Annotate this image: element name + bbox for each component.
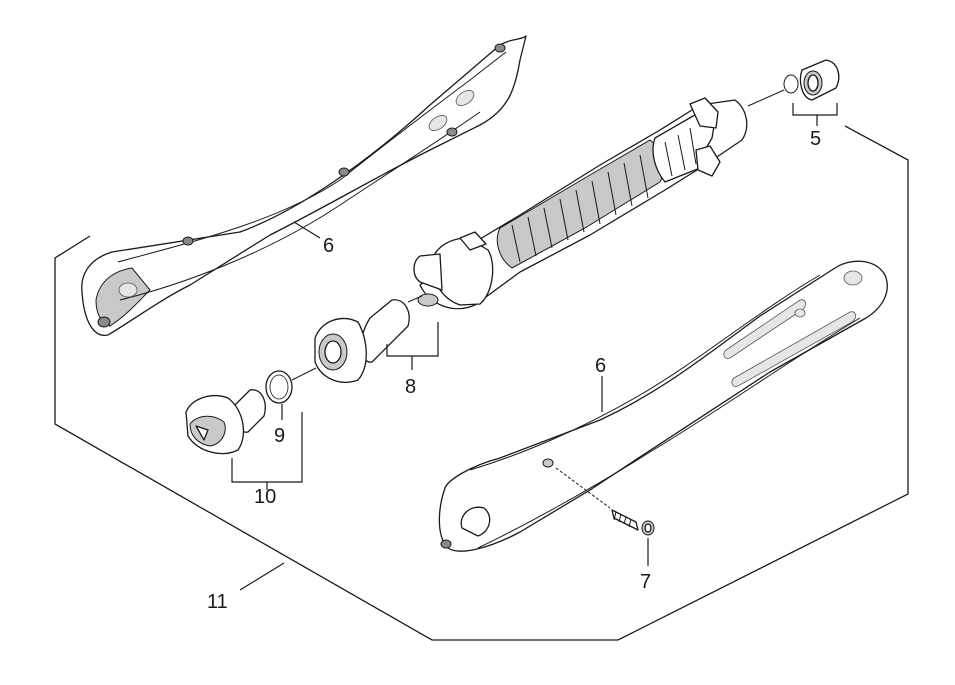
lance-tube	[413, 97, 748, 310]
part-7-screw	[555, 467, 655, 536]
callouts: 5 6 6 7 8 9 10 11	[207, 128, 821, 613]
callout-8: 8	[405, 376, 416, 398]
part-8-valve	[314, 295, 423, 383]
callout-11: 11	[207, 591, 228, 613]
part-9-oring	[265, 367, 317, 404]
callout-10: 10	[254, 486, 276, 508]
upper-handle-shell	[81, 35, 527, 336]
leader-lines	[231, 103, 838, 591]
part-5-connector	[747, 59, 840, 107]
lower-handle-shell	[438, 260, 888, 552]
assembly-frame	[54, 125, 909, 641]
callout-5: 5	[810, 128, 821, 150]
callout-6-bottom: 6	[595, 355, 606, 377]
callout-7: 7	[640, 571, 651, 593]
part-10-nozzle	[185, 389, 266, 455]
callout-6-top: 6	[323, 235, 334, 257]
callout-9: 9	[274, 425, 285, 447]
